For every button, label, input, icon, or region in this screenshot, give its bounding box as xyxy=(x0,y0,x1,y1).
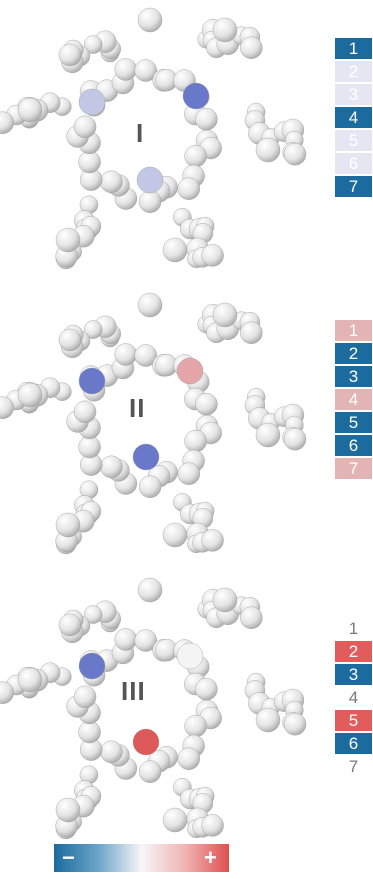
legend-cell-1-5: 5 xyxy=(335,130,372,151)
legend-cell-3-1: 1 xyxy=(348,619,359,638)
legend-cell-2-7: 7 xyxy=(335,458,372,479)
molecule-3 xyxy=(0,577,307,840)
panel-label-1: I xyxy=(136,118,145,148)
legend-cell-3-6: 6 xyxy=(335,733,372,754)
legend-cell-1-2: 2 xyxy=(335,61,372,82)
legend-cell-1-7: 7 xyxy=(335,176,372,197)
molecule-1 xyxy=(0,7,307,270)
legend-cell-2-2: 2 xyxy=(335,343,372,364)
legend-cell-1-6: 6 xyxy=(335,153,372,174)
panel-label-3: III xyxy=(121,676,146,706)
legend-cell-1-4: 4 xyxy=(335,107,372,128)
scale-plus-label: + xyxy=(204,845,217,870)
legend-cell-2-6: 6 xyxy=(335,435,372,456)
scale-gradient xyxy=(54,844,229,872)
panel-label-2: II xyxy=(129,393,146,423)
legend-cell-2-4: 4 xyxy=(335,389,372,410)
legend-cell-1-3: 3 xyxy=(335,84,372,105)
legend-cell-3-4: 4 xyxy=(348,688,359,707)
legend-cell-2-3: 3 xyxy=(335,366,372,387)
legend-cell-3-3: 3 xyxy=(335,664,372,685)
legend-cell-3-5: 5 xyxy=(335,710,372,731)
scale-minus-label: − xyxy=(62,845,75,870)
legend-cell-2-5: 5 xyxy=(335,412,372,433)
legend-cell-2-1: 1 xyxy=(335,320,372,341)
legend-cell-3-2: 2 xyxy=(335,641,372,662)
legend-cell-1-1: 1 xyxy=(335,38,372,59)
charge-color-scale: − + xyxy=(54,844,229,872)
molecule-2 xyxy=(0,292,307,555)
legend-cell-3-7: 7 xyxy=(348,757,359,776)
